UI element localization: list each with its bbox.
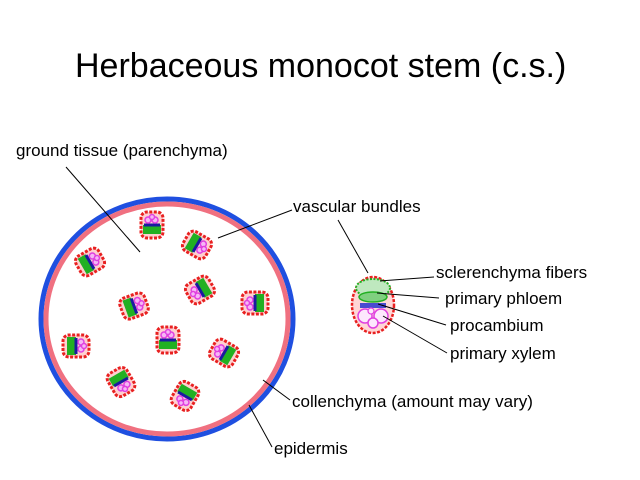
diagram-title: Herbaceous monocot stem (c.s.) xyxy=(75,47,567,85)
label-collenchyma: collenchyma (amount may vary) xyxy=(292,392,533,411)
leader-collenchyma xyxy=(262,379,291,401)
leader-ground-tissue xyxy=(65,166,141,253)
label-procambium: procambium xyxy=(450,316,544,335)
leader-sclerenchyma xyxy=(379,276,435,282)
vascular-bundle xyxy=(61,333,91,359)
leader-vascular-bundles-stem xyxy=(217,209,293,239)
leader-xylem xyxy=(382,315,448,354)
label-epidermis: epidermis xyxy=(274,439,348,458)
vascular-bundle xyxy=(139,210,165,240)
vascular-bundle xyxy=(155,325,181,355)
label-primary-xylem: primary xylem xyxy=(450,344,556,363)
vascular-bundle xyxy=(240,290,270,316)
label-vascular-bundles: vascular bundles xyxy=(293,197,421,216)
leader-procambium xyxy=(377,303,447,326)
epidermis-ring xyxy=(38,196,296,442)
label-ground-tissue: ground tissue (parenchyma) xyxy=(16,141,228,160)
label-sclerenchyma-fibers: sclerenchyma fibers xyxy=(436,263,588,282)
enlarged-vascular-bundle xyxy=(350,275,396,335)
collenchyma-ring xyxy=(43,201,291,437)
ground-tissue xyxy=(49,207,285,431)
label-primary-phloem: primary phloem xyxy=(445,289,563,308)
leader-phloem xyxy=(376,292,440,299)
leader-vascular-bundles-enlarged xyxy=(337,219,369,274)
leader-epidermis xyxy=(248,404,273,448)
